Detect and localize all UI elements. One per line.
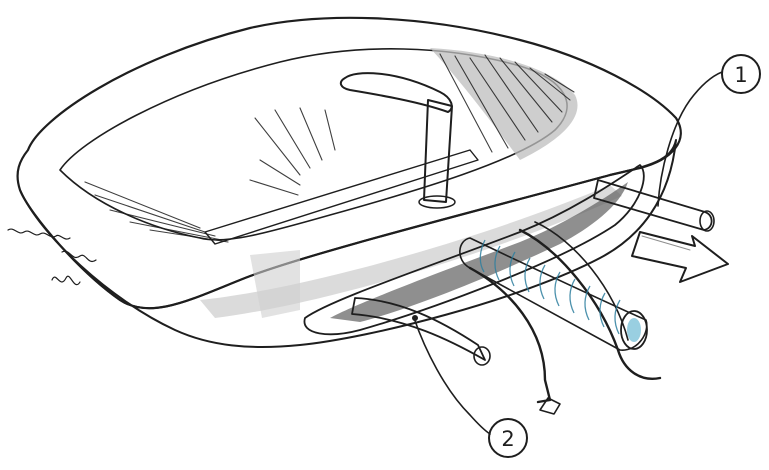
callout-2: 2 <box>414 318 527 457</box>
basin-body <box>18 18 681 347</box>
callout-1-leader <box>658 72 722 206</box>
drain-slot <box>205 150 478 244</box>
faucet-icon <box>341 73 455 208</box>
callout-2-leader <box>414 318 490 434</box>
callout-1: 1 <box>658 55 760 206</box>
callout-2-label: 2 <box>501 427 514 451</box>
basin-rim <box>18 18 681 308</box>
outflow-arrow-icon <box>632 232 728 282</box>
callout-1-label: 1 <box>734 63 747 87</box>
